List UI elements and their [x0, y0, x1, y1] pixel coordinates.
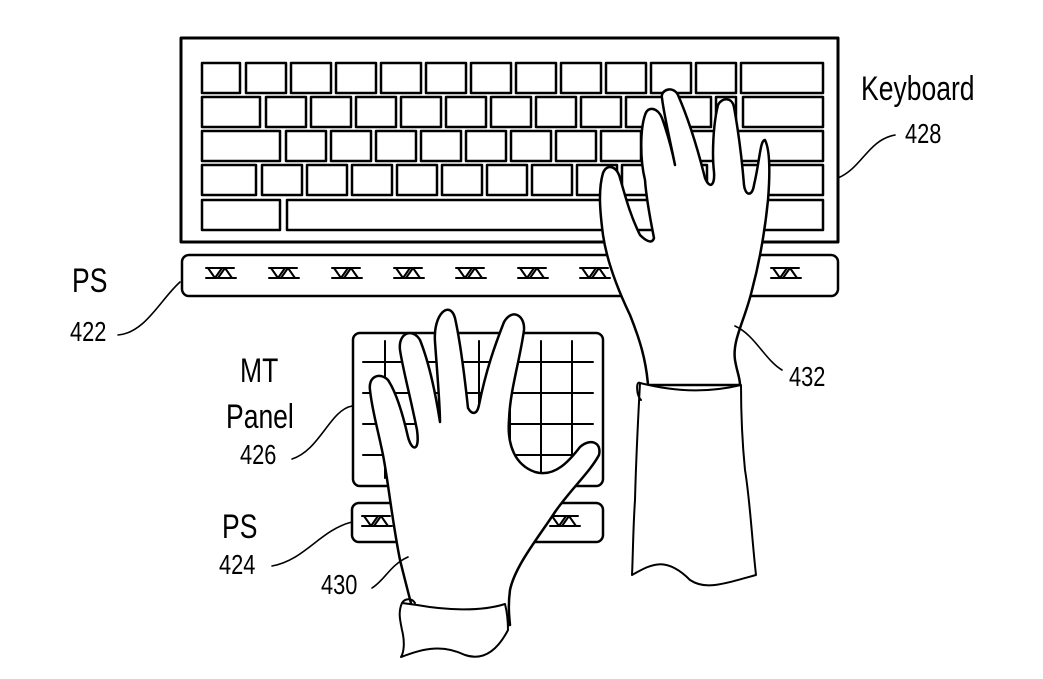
left-hand [368, 308, 601, 658]
right-hand [598, 88, 771, 587]
ps-top-ref: 422 [70, 316, 107, 347]
keyboard [179, 36, 840, 244]
mt-panel-label-line2: Panel [226, 398, 294, 436]
keyboard-ref: 428 [905, 118, 942, 149]
right-hand-ref: 432 [789, 361, 826, 392]
mt-panel-ref: 426 [240, 439, 277, 470]
mt-panel-label-line1: MT [240, 352, 279, 390]
proximity-sensor-strip-top [180, 253, 840, 298]
sensor-icon [205, 267, 802, 279]
leader-lines [117, 134, 896, 589]
ps-top-label: PS [72, 262, 108, 300]
keyboard-label: Keyboard [861, 70, 975, 108]
ps-bottom-ref: 424 [219, 549, 256, 580]
left-hand-ref: 430 [321, 569, 358, 600]
ps-bottom-label: PS [222, 508, 258, 546]
